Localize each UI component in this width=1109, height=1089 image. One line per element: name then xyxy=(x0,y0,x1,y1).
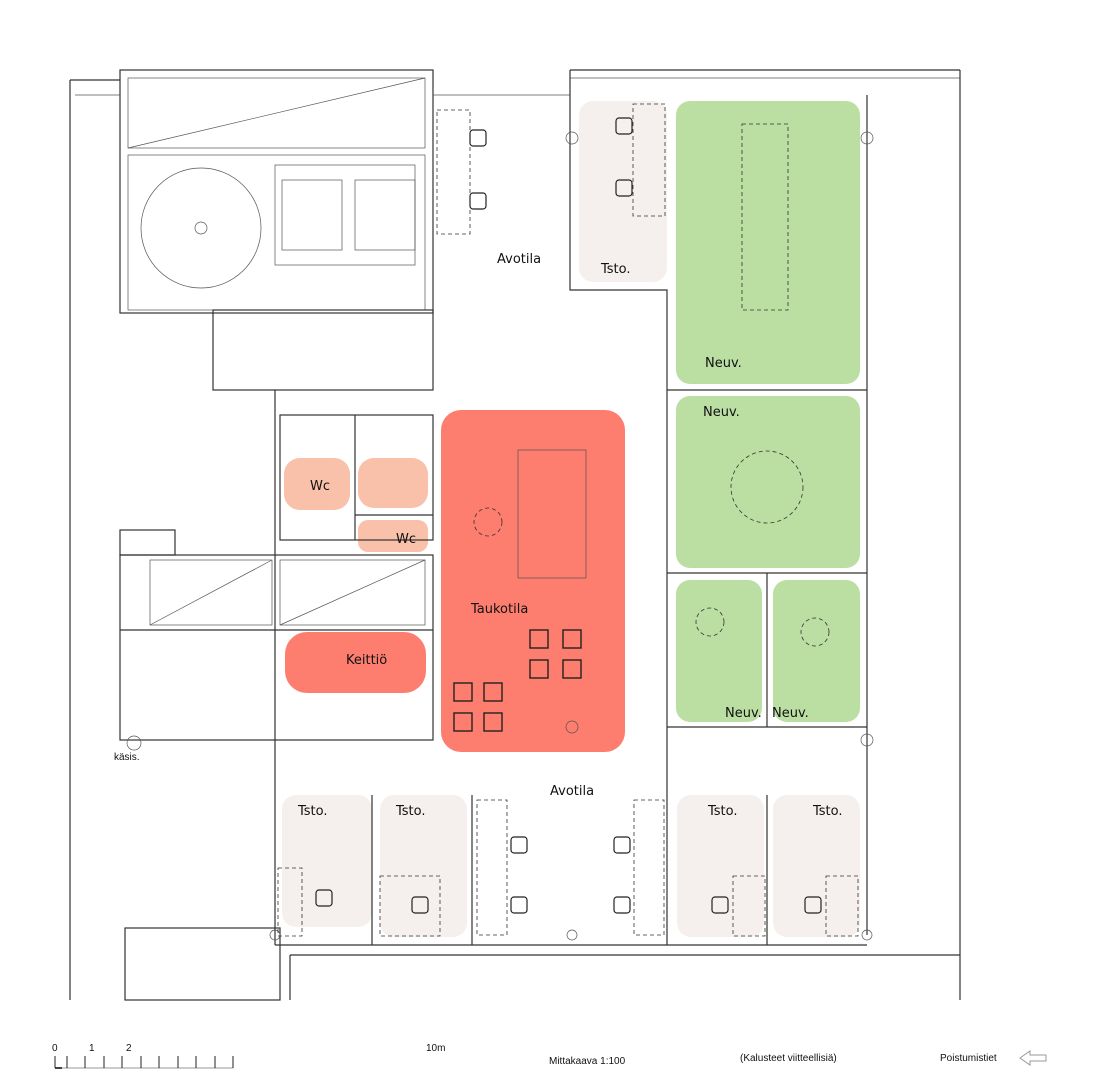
room-tsto-b1 xyxy=(282,795,372,927)
room-neuv-top xyxy=(676,101,860,384)
room-tsto-top xyxy=(579,101,667,282)
furniture-note: (Kalusteet viitteellisiä) xyxy=(740,1053,837,1064)
label-avotila-bottom: Avotila xyxy=(550,784,594,799)
label-tsto-b4: Tsto. xyxy=(812,804,843,819)
furniture xyxy=(277,103,859,937)
label-neuv-top: Neuv. xyxy=(705,356,742,371)
label-taukotila: Taukotila xyxy=(470,602,528,617)
label-wc2: Wc xyxy=(396,532,416,547)
exit-arrow-icon xyxy=(1019,1050,1047,1066)
scale-bar: 0 1 2 10m xyxy=(52,1043,445,1069)
exits-label: Poistumistiet xyxy=(940,1053,997,1064)
label-neuv-bl: Neuv. xyxy=(725,706,762,721)
label-neuv-br: Neuv. xyxy=(772,706,809,721)
scale-tick-1: 1 xyxy=(89,1043,95,1054)
room-tsto-b2 xyxy=(380,795,467,937)
room-wc2 xyxy=(358,520,428,552)
room-tsto-b3 xyxy=(677,795,764,937)
room-wc1 xyxy=(284,458,350,510)
label-neuv-mid: Neuv. xyxy=(703,405,740,420)
room-taukotila xyxy=(441,410,625,752)
label-wc1: Wc xyxy=(310,479,330,494)
room-neuv-bl xyxy=(676,580,762,722)
scale-label: Mittakaava 1:100 xyxy=(549,1056,626,1067)
scale-tick-10m: 10m xyxy=(426,1043,445,1054)
room-keittio xyxy=(285,632,426,693)
label-avotila-top: Avotila xyxy=(497,252,541,267)
room-tsto-b4 xyxy=(773,795,860,937)
scale-tick-2: 2 xyxy=(126,1043,132,1054)
room-wc-b xyxy=(358,458,428,508)
walls xyxy=(69,69,961,1001)
label-kasis: käsis. xyxy=(114,752,140,763)
scale-tick-0: 0 xyxy=(52,1043,58,1054)
room-neuv-mid xyxy=(676,396,860,568)
room-neuv-br xyxy=(773,580,860,722)
handwash-icon xyxy=(126,735,142,751)
label-keittio: Keittiö xyxy=(346,653,387,668)
label-tsto-b3: Tsto. xyxy=(707,804,738,819)
label-tsto-top: Tsto. xyxy=(600,262,631,277)
label-tsto-b2: Tsto. xyxy=(395,804,426,819)
label-tsto-b1: Tsto. xyxy=(297,804,328,819)
